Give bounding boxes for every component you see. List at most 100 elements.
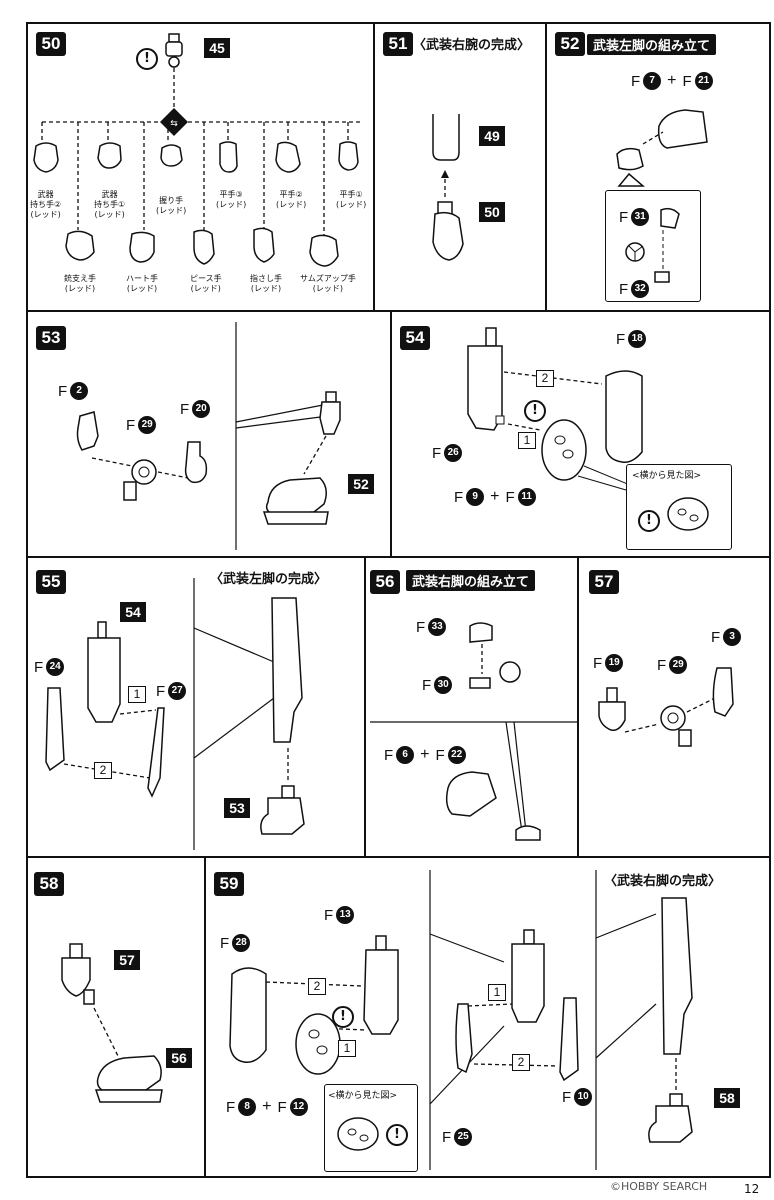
step-order-marker: 1 (128, 686, 146, 703)
runner-letter: F (682, 72, 692, 90)
hand-label: 銃支え手(レッド) (64, 274, 96, 294)
part-number: 25 (454, 1128, 473, 1146)
step-title: 〈武装左脚の完成〉 (210, 572, 328, 587)
part-number: 27 (168, 682, 187, 700)
hand-color: (レッド) (126, 284, 158, 293)
runner-letter: F (505, 488, 515, 506)
part-number: 31 (631, 208, 650, 226)
part-number: 12 (289, 1098, 308, 1116)
part-number: 32 (631, 280, 650, 298)
plus-sign: + (490, 488, 500, 505)
runner-letter: F (126, 416, 136, 434)
hand-color: (レッド) (312, 284, 344, 293)
hand-name: ハート手 (126, 274, 158, 283)
runner-letter: F (435, 746, 445, 764)
caution-icon: ! (638, 510, 660, 532)
side-view-caption: <横から見た図> (632, 471, 702, 481)
hand-label: 指さし手(レッド) (250, 274, 282, 294)
step-number: 50 (36, 32, 66, 56)
step-number: 54 (400, 326, 430, 350)
step-51-panel: 51 〈武装右腕の完成〉 49 50 (373, 22, 547, 312)
caution-icon: ! (332, 1006, 354, 1028)
part-number: 10 (574, 1088, 593, 1106)
part-number: 18 (628, 330, 647, 348)
hand-name: 平手② (279, 190, 303, 199)
part-number: 26 (444, 444, 463, 462)
step-title: 〈武装右脚の完成〉 (604, 874, 722, 889)
hand-color: (レッド) (276, 200, 307, 209)
hand-name: 武器 持ち手① (94, 190, 126, 209)
page-number: 12 (744, 1182, 760, 1196)
runner-letter: F (58, 382, 68, 400)
plus-sign: + (420, 746, 430, 763)
plus-sign: + (262, 1098, 272, 1115)
runner-letter: F (324, 906, 334, 924)
part-number: 9 (466, 488, 485, 506)
side-view-diagram (337, 1117, 379, 1151)
runner-letter: F (454, 488, 464, 506)
part-ref: 54 (120, 602, 146, 622)
arm-diagram (432, 114, 464, 261)
hand-label: 平手③(レッド) (216, 190, 246, 210)
foot-diagram (616, 109, 708, 187)
hand-label: サムズアップ手(レッド) (300, 274, 356, 294)
part-ref: 53 (224, 798, 250, 818)
part-number: 29 (669, 656, 688, 674)
step-58-panel: 58 57 56 (26, 856, 206, 1178)
step-order-marker: 2 (512, 1054, 530, 1071)
runner-letter: F (220, 934, 230, 952)
step-order-marker: 2 (536, 370, 554, 387)
part-number: 21 (694, 72, 713, 90)
step-number: 52 (555, 32, 585, 56)
runner-letter: F (657, 656, 667, 674)
hand-name: 指さし手 (250, 274, 282, 283)
hand-color: (レッド) (190, 284, 221, 293)
right-leg-diagram (229, 870, 693, 1170)
part-number: 3 (723, 628, 742, 646)
hand-name: 平手① (339, 190, 363, 199)
part-ref: 45 (204, 38, 230, 58)
part-ref: 52 (348, 474, 374, 494)
part-number: 24 (46, 658, 65, 676)
hand-name: 武器 持ち手② (30, 190, 62, 209)
step-number: 59 (214, 872, 244, 896)
runner-letter: F (442, 1128, 452, 1146)
hand-color: (レッド) (216, 200, 247, 209)
hand-name: 銃支え手 (64, 274, 96, 283)
runner-letter: F (616, 330, 626, 348)
hand-color: (レッド) (250, 284, 282, 293)
step-order-marker: 2 (308, 978, 326, 995)
part-number: 8 (238, 1098, 257, 1116)
step-title: 〈武装右腕の完成〉 (413, 38, 531, 53)
hand-name: サムズアップ手 (300, 274, 356, 283)
step-title: 武装右脚の組み立て (406, 570, 536, 591)
hand-label: 武器 持ち手①(レッド) (94, 190, 125, 220)
part-ref: 56 (166, 1048, 192, 1068)
caution-icon: ! (386, 1124, 408, 1146)
hand-color: (レッド) (156, 206, 187, 215)
detail-box (605, 190, 701, 302)
runner-letter: F (156, 682, 166, 700)
hand-label: 握り手(レッド) (156, 196, 186, 216)
runner-letter: F (422, 676, 432, 694)
part-number: 29 (138, 416, 157, 434)
part-ref: 49 (479, 126, 505, 146)
hand-label: 武器 持ち手②(レッド) (30, 190, 61, 220)
part-number: 2 (70, 382, 89, 400)
part-number: 30 (434, 676, 453, 694)
